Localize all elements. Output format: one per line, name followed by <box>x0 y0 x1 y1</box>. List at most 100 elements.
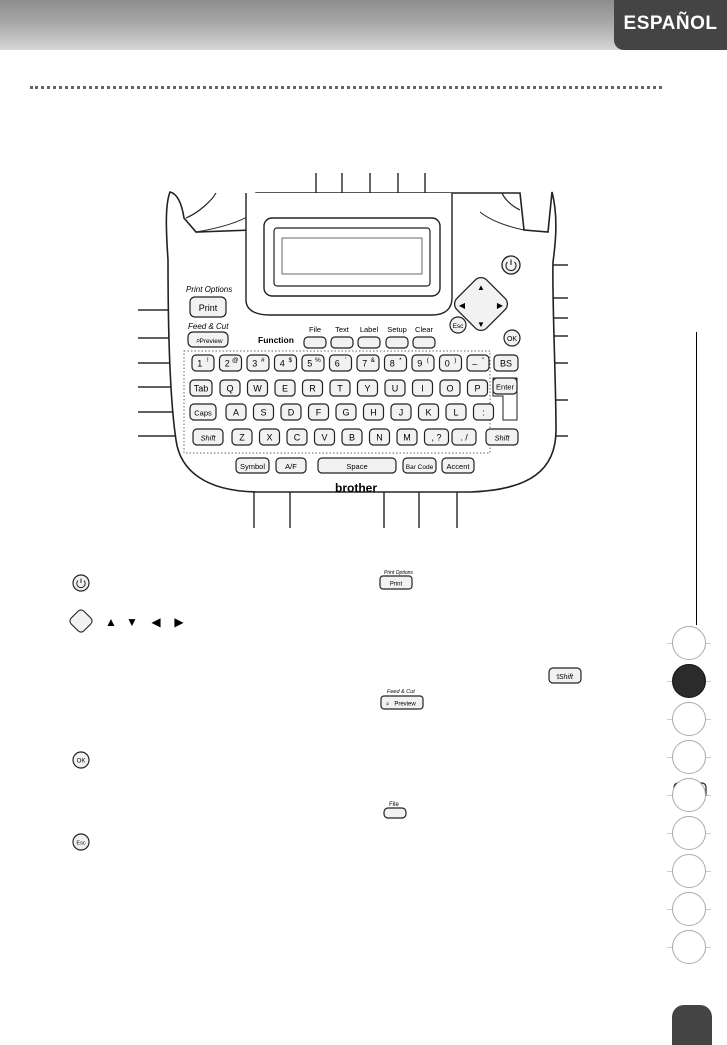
legend-preview-key <box>380 695 424 710</box>
legend-file-label: File <box>389 802 399 808</box>
key-Q: Q <box>219 379 241 397</box>
key-num-2-label: 3 <box>252 359 257 369</box>
key-row-a-1: S <box>252 403 275 421</box>
enter-key-label: Enter <box>496 383 514 392</box>
key-row-z-7: , ? <box>423 428 450 446</box>
cursor-down-icon: ▼ <box>477 320 485 329</box>
key-row-z-6: M <box>396 428 418 446</box>
power-icon <box>505 259 517 272</box>
key-num-9: 0) <box>438 354 463 372</box>
file-key-label: File <box>309 325 321 334</box>
accent-key-label: Accent <box>447 462 471 471</box>
key-row-z-0: Z <box>231 428 253 446</box>
key-num-7-alt-label: * <box>399 357 402 364</box>
legend-ok-label: OK <box>77 759 86 765</box>
key-num-3-alt-label: $ <box>289 357 293 364</box>
chapter-tab-7[interactable] <box>667 854 711 888</box>
preview-key <box>187 331 229 348</box>
key-num-6-alt-label: & <box>371 357 376 364</box>
ok-key-label: OK <box>507 336 517 343</box>
key-row-z-3-label: V <box>321 433 327 443</box>
cursor-pad <box>453 276 509 332</box>
chapter-tab-2-active[interactable] <box>667 664 711 698</box>
header-bar <box>0 0 727 50</box>
legend-print-options-label: Print Options <box>384 570 413 576</box>
key-num-10: –" <box>466 354 490 372</box>
language-tab: ESPAÑOL <box>614 0 727 50</box>
legend-esc-label: Esc <box>76 841 85 847</box>
chapter-tab-4[interactable] <box>667 740 711 774</box>
legend-ok-icon <box>72 751 90 769</box>
legend-down-arrow-icon: ▼ <box>126 615 138 629</box>
shift-key-left-label: Shift <box>200 434 216 443</box>
key-row-z-6-label: M <box>403 433 411 443</box>
chapter-tab-8[interactable] <box>667 892 711 926</box>
dotted-divider <box>30 86 662 89</box>
key-num-4-label: 5 <box>307 359 312 369</box>
legend-file-key <box>383 807 407 819</box>
cursor-left-icon: ◀ <box>459 301 466 310</box>
key-num-5-alt-label: ' <box>345 357 346 364</box>
key-row-a-3-label: F <box>316 408 322 418</box>
key-R-label: R <box>309 384 316 394</box>
function-keys: File Text Label Setup Clear <box>303 325 436 349</box>
key-row-z-1: X <box>258 428 281 446</box>
symbol-key-label: Symbol <box>240 462 265 471</box>
legend-preview-key-label: Preview <box>394 702 416 708</box>
barcode-key <box>402 457 437 474</box>
key-num-1: 2@ <box>218 354 243 372</box>
key-row-a-2: D <box>280 403 302 421</box>
enter-key: Enter <box>492 377 518 395</box>
preview-key-label: Preview <box>199 338 222 345</box>
key-num-6-label: 7 <box>362 359 367 369</box>
chapter-tab-1[interactable] <box>667 626 711 660</box>
key-row-a-1-label: S <box>260 408 266 418</box>
print-key-label: Print <box>199 303 218 313</box>
chapter-tab-5[interactable] <box>667 778 711 812</box>
legend-shift-key-label: Shift <box>559 674 574 681</box>
legend-magnifier-icon: ⌕ <box>386 702 389 708</box>
key-row-a-4-label: G <box>342 408 349 418</box>
key-num-9-alt-label: ) <box>454 357 456 364</box>
chapter-tab-9[interactable] <box>667 930 711 964</box>
key-P-label: P <box>474 384 480 394</box>
key-row-a-3: F <box>307 403 330 421</box>
key-row-z-1-label: X <box>266 433 272 443</box>
key-num-0-alt-label: ! <box>207 357 209 364</box>
legend-shift-key <box>548 667 582 684</box>
key-num-1-alt-label: @ <box>232 357 239 364</box>
key-row-a-6-label: J <box>399 408 404 418</box>
print-options-label: Print Options <box>186 285 232 294</box>
key-U: U <box>384 379 406 397</box>
key-num-7-label: 8 <box>390 359 395 369</box>
chapter-tab-3[interactable] <box>667 702 711 736</box>
key-row-a-6: J <box>390 403 412 421</box>
key-row-z-4: B <box>341 428 363 446</box>
key-row-a-9: : <box>472 403 495 421</box>
page-number-tab <box>672 1005 712 1045</box>
key-row-z-2: C <box>286 428 308 446</box>
legend-feed-cut-label: Feed & Cut <box>387 689 415 695</box>
key-row-z-3: V <box>313 428 336 446</box>
key-T: T <box>329 379 351 397</box>
legend-right-arrow-icon: ▶ <box>174 615 184 629</box>
space-key-label: Space <box>346 462 367 471</box>
key-row-z-2-label: C <box>294 433 301 443</box>
chapter-tabs <box>667 626 712 968</box>
key-num-9-label: 0 <box>445 359 450 369</box>
space-key <box>317 457 397 474</box>
side-vertical-line <box>696 332 697 625</box>
key-row-z-7-label: , ? <box>431 433 441 443</box>
chapter-tab-6[interactable] <box>667 816 711 850</box>
shift-key-right-label: Shift <box>494 434 510 443</box>
key-num-1-label: 2 <box>225 359 230 369</box>
print-key <box>189 296 227 318</box>
label-printer-diagram: Function File Text Label Setup Clear Pri… <box>138 173 568 528</box>
backspace-key-label: BS <box>500 359 512 369</box>
key-row-a-0: A <box>225 403 247 421</box>
svg-text:⇧: ⇧ <box>555 673 561 681</box>
label-key-label: Label <box>360 325 379 334</box>
cursor-right-icon: ▶ <box>497 301 504 310</box>
key-num-0: 1! <box>191 354 215 372</box>
key-row-a-9-label: : <box>482 408 485 418</box>
